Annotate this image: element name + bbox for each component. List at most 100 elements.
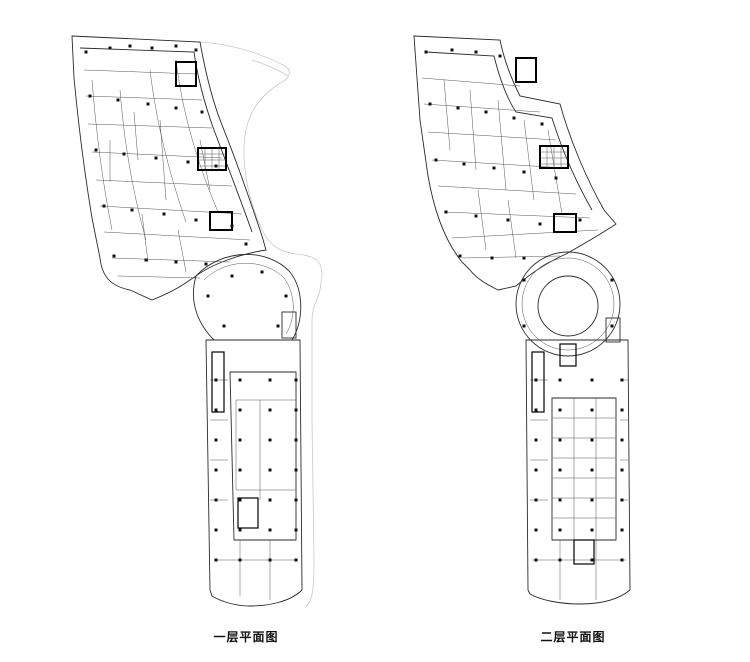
- column: [558, 378, 562, 382]
- rotunda: [192, 254, 302, 341]
- column: [558, 468, 562, 472]
- wing-inner-wall: [425, 51, 593, 211]
- column: [522, 256, 526, 260]
- column: [506, 218, 510, 222]
- column: [474, 50, 478, 54]
- column: [474, 214, 478, 218]
- column: [610, 324, 614, 328]
- column: [620, 468, 624, 472]
- column: [540, 122, 544, 126]
- column: [590, 528, 594, 532]
- column: [590, 438, 594, 442]
- stair-core: [553, 213, 577, 233]
- wing-inner-wall: [79, 47, 253, 233]
- column: [186, 160, 190, 164]
- column: [456, 106, 460, 110]
- partition-curve-1: [91, 79, 113, 231]
- column: [230, 274, 234, 278]
- column: [238, 498, 242, 502]
- column: [238, 528, 242, 532]
- column: [116, 98, 120, 102]
- column: [522, 278, 526, 282]
- column: [84, 50, 88, 54]
- column: [620, 378, 624, 382]
- column: [620, 498, 624, 502]
- column: [268, 528, 272, 532]
- column: [424, 50, 428, 54]
- column: [194, 48, 198, 52]
- column: [284, 294, 288, 298]
- column: [444, 210, 448, 214]
- column: [428, 102, 432, 106]
- column: [112, 254, 116, 258]
- column: [590, 558, 594, 562]
- column: [174, 106, 178, 110]
- column: [214, 498, 218, 502]
- floor-2-caption: 二层平面图: [540, 630, 606, 644]
- column: [590, 408, 594, 412]
- partition-curve-4: [175, 59, 219, 213]
- column: [214, 164, 218, 168]
- column: [154, 156, 158, 160]
- column: [214, 438, 218, 442]
- column: [534, 558, 538, 562]
- column: [490, 256, 494, 260]
- column: [534, 408, 538, 412]
- column: [268, 378, 272, 382]
- stair-core: [211, 351, 225, 413]
- column: [238, 378, 242, 382]
- column: [260, 270, 264, 274]
- stair-core: [515, 57, 537, 83]
- floor-1-plan: [71, 35, 323, 607]
- column: [268, 408, 272, 412]
- column: [238, 408, 242, 412]
- column: [238, 468, 242, 472]
- column: [434, 158, 438, 162]
- column: [558, 498, 562, 502]
- column: [222, 324, 226, 328]
- column: [578, 218, 582, 222]
- column: [522, 324, 526, 328]
- column: [162, 212, 166, 216]
- wing-outline: [413, 35, 617, 291]
- column: [558, 528, 562, 532]
- stair-treads: [540, 146, 568, 168]
- stair-core: [209, 211, 233, 231]
- column: [144, 258, 148, 262]
- column: [268, 558, 272, 562]
- column: [294, 408, 298, 412]
- structural-columns: [84, 44, 298, 562]
- lift-core: [605, 317, 621, 343]
- column: [620, 438, 624, 442]
- column: [538, 222, 542, 226]
- column: [214, 408, 218, 412]
- column: [268, 498, 272, 502]
- column: [174, 260, 178, 264]
- column: [462, 162, 466, 166]
- column: [620, 558, 624, 562]
- south-wing-rooms: [530, 379, 628, 600]
- site-boundary-inner: [251, 59, 289, 77]
- column: [204, 262, 208, 266]
- stair-core: [573, 539, 595, 565]
- column: [294, 558, 298, 562]
- column: [108, 46, 112, 50]
- floor-1-caption: 一层平面图: [213, 630, 279, 644]
- column: [268, 468, 272, 472]
- column: [206, 294, 210, 298]
- column: [590, 378, 594, 382]
- stair-core: [175, 61, 197, 87]
- column: [244, 242, 248, 246]
- stair-treads: [198, 148, 226, 170]
- classroom-grid: [552, 398, 616, 540]
- column: [534, 528, 538, 532]
- site-boundary: [199, 41, 323, 607]
- column: [534, 378, 538, 382]
- wing-outline: [71, 35, 267, 301]
- column: [94, 148, 98, 152]
- column: [492, 166, 496, 170]
- column: [484, 110, 488, 114]
- column: [200, 110, 204, 114]
- column: [214, 558, 218, 562]
